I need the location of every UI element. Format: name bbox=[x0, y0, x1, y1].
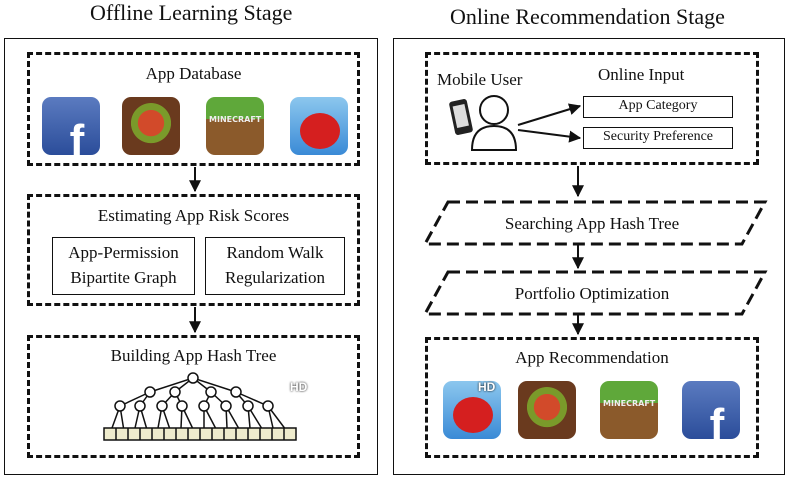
angry-birds-icon bbox=[290, 97, 348, 155]
hd-badge-rec: HD bbox=[478, 380, 496, 394]
bipartite-graph-line1: App-Permission bbox=[68, 243, 179, 262]
app-database-box bbox=[27, 52, 360, 166]
online-panel bbox=[393, 38, 785, 475]
minecraft-icon bbox=[206, 97, 264, 155]
searching-shape bbox=[422, 200, 768, 246]
app-category-box bbox=[583, 96, 733, 118]
angry-birds-icon bbox=[443, 381, 501, 439]
hd-badge-db: HD bbox=[290, 380, 308, 394]
arrow-user-to-category bbox=[517, 103, 582, 126]
searching-label: Searching App Hash Tree bbox=[504, 214, 680, 233]
offline-panel bbox=[4, 38, 378, 475]
fruit-ninja-icon bbox=[122, 97, 180, 155]
random-walk-line2: Regularization bbox=[224, 268, 326, 287]
random-walk-box bbox=[205, 237, 345, 295]
risk-scores-box bbox=[27, 194, 360, 306]
hash-tree-box bbox=[27, 335, 360, 458]
security-preference-box bbox=[583, 127, 733, 149]
facebook-icon: f bbox=[682, 381, 740, 439]
portfolio-label: Portfolio Optimization bbox=[514, 284, 670, 303]
hash-tree-graphic bbox=[103, 372, 297, 441]
security-preference-label: Security Preference bbox=[603, 129, 713, 144]
online-input-label: Online Input bbox=[598, 65, 685, 84]
mobile-user-label: Mobile User bbox=[437, 70, 523, 89]
fruit-ninja-icon bbox=[518, 381, 576, 439]
arrow-user-to-security bbox=[517, 129, 582, 143]
offline-stage-title: Offline Learning Stage bbox=[90, 0, 293, 25]
bipartite-graph-line2: Bipartite Graph bbox=[70, 268, 177, 287]
recommendation-label: App Recommendation bbox=[515, 348, 669, 367]
online-stage-title: Online Recommendation Stage bbox=[450, 4, 725, 29]
bipartite-graph-box bbox=[52, 237, 195, 295]
random-walk-line1: Random Walk bbox=[226, 243, 324, 262]
risk-scores-label: Estimating App Risk Scores bbox=[97, 206, 290, 225]
mobile-user-icon bbox=[449, 95, 518, 151]
hash-tree-label: Building App Hash Tree bbox=[110, 346, 277, 365]
facebook-icon: f bbox=[42, 97, 100, 155]
minecraft-icon bbox=[600, 381, 658, 439]
portfolio-shape bbox=[422, 270, 768, 316]
app-category-label: App Category bbox=[618, 98, 698, 113]
recommendation-box bbox=[425, 337, 759, 458]
online-input-box bbox=[425, 52, 759, 165]
app-database-label: App Database bbox=[145, 64, 242, 83]
